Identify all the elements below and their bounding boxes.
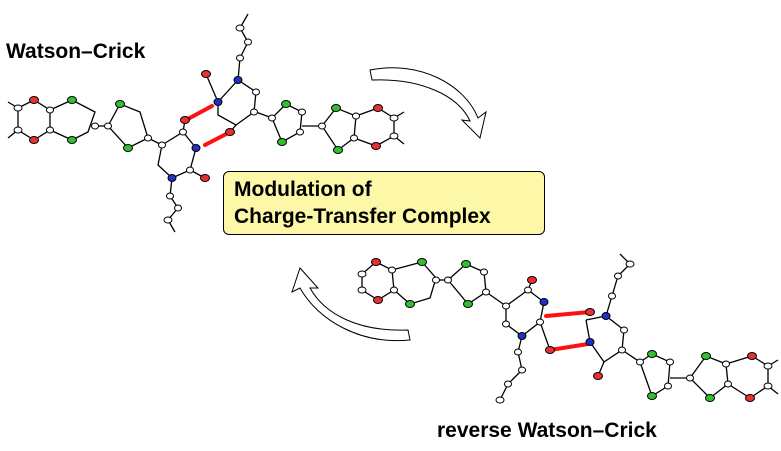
atoms-watson-crick	[13, 24, 399, 224]
label-reverse-watson-crick: reverse Watson–Crick	[437, 419, 657, 442]
molecule-reverse-watson-crick	[361, 253, 779, 401]
hydrogen-bonds-wc	[184, 104, 232, 147]
curved-arrow-top-icon	[369, 67, 487, 139]
callout-line-1: Modulation of	[234, 178, 372, 201]
curved-arrow-bottom-icon	[291, 267, 411, 342]
hydrogen-bonds-rwc	[544, 310, 592, 352]
atoms-reverse-watson-crick	[357, 258, 773, 404]
label-watson-crick: Watson–Crick	[6, 40, 146, 63]
center-callout-box: Modulation of Charge-Transfer Complex	[223, 171, 545, 235]
callout-line-2: Charge-Transfer Complex	[234, 205, 491, 228]
